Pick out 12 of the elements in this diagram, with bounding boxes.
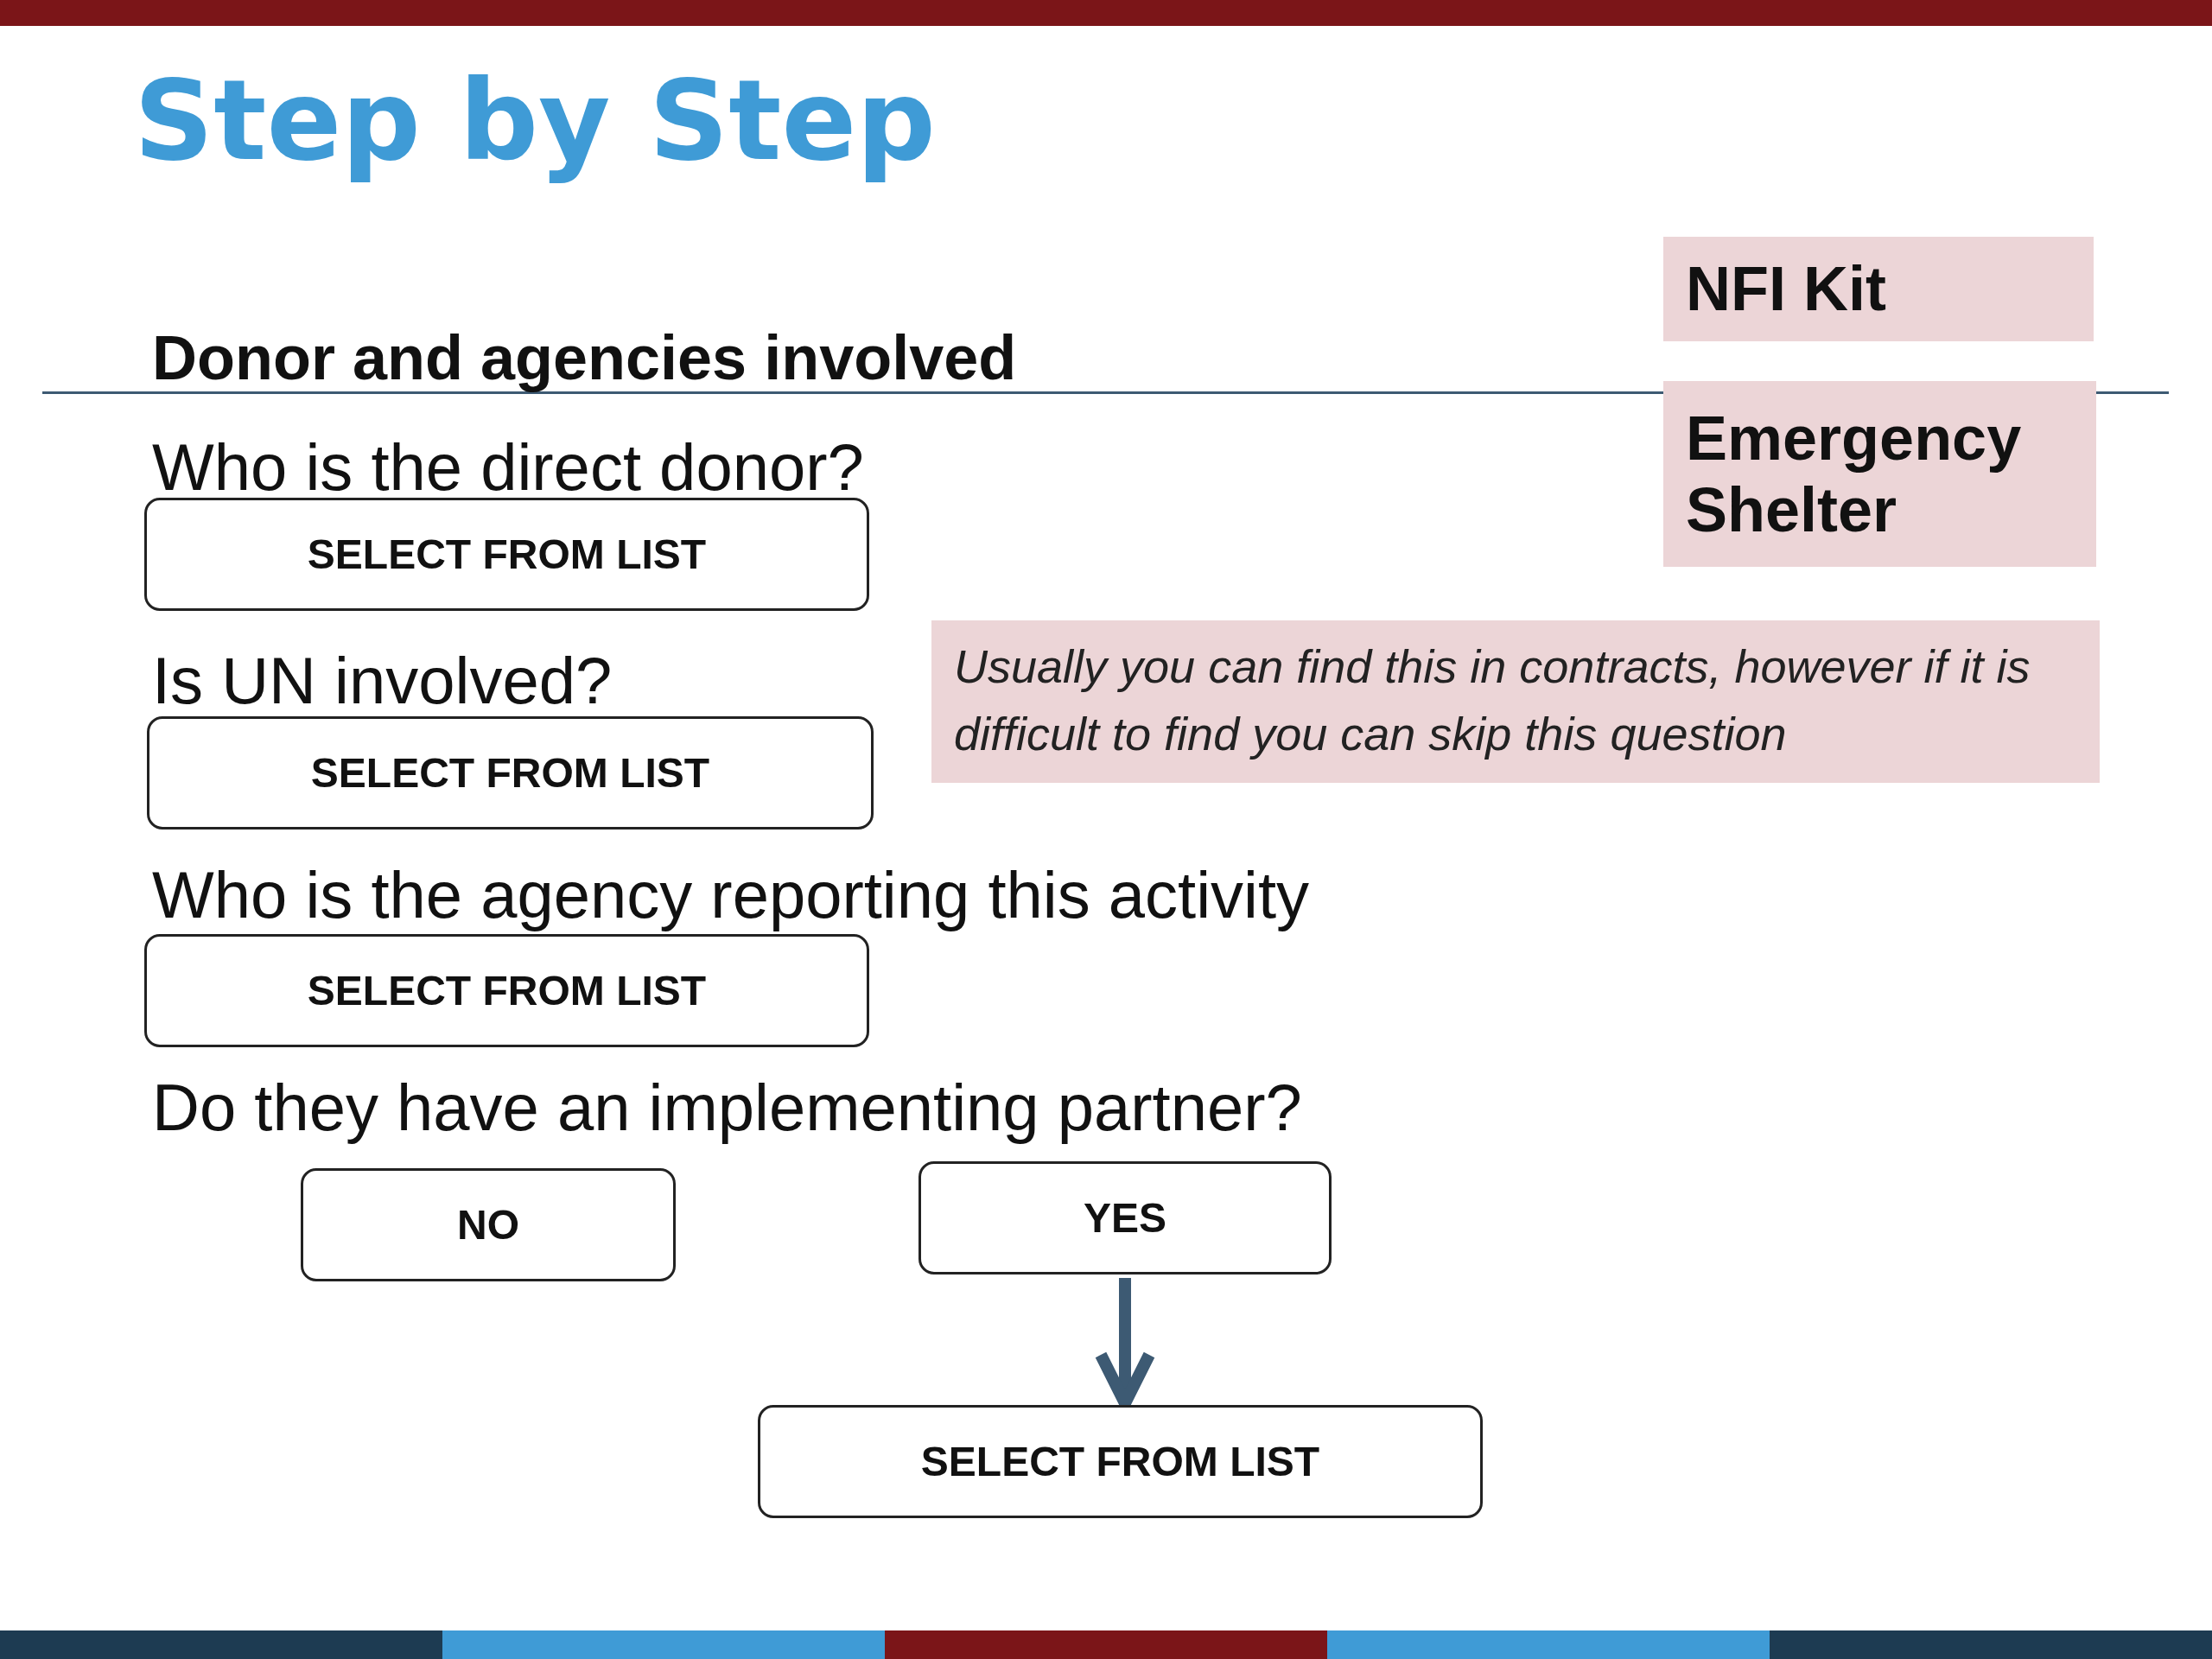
category-tag: NFI Kit (1663, 237, 2094, 341)
dropdown-field: SELECT FROM LIST (144, 934, 869, 1047)
dropdown-field: SELECT FROM LIST (144, 498, 869, 611)
option-button: YES (918, 1161, 1332, 1274)
question-text: Is UN involved? (152, 648, 613, 714)
option-button: NO (301, 1168, 676, 1281)
dropdown-field: SELECT FROM LIST (758, 1405, 1483, 1518)
dropdown-field: SELECT FROM LIST (147, 716, 874, 830)
question-text: Who is the direct donor? (152, 435, 864, 500)
category-tag: Emergency Shelter (1663, 381, 2096, 567)
note-box: Usually you can find this in contracts, however if it is difficult to find you can skip this question (931, 620, 2100, 783)
slide-title: Step by Step (134, 60, 936, 182)
